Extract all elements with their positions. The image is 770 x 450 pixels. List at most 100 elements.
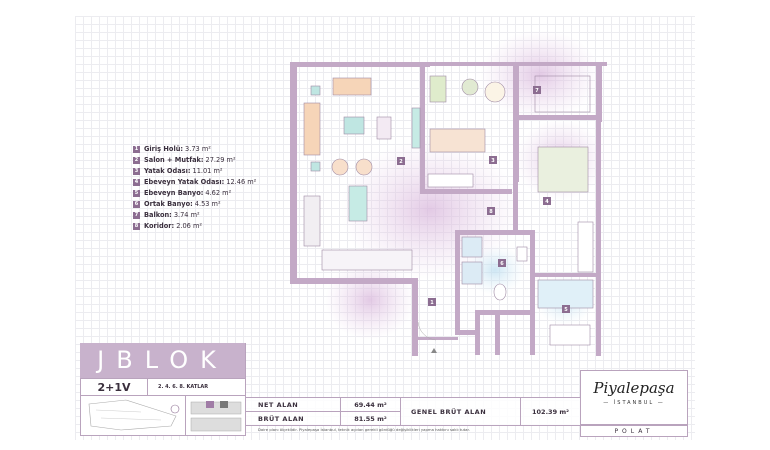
room-marker-1: 1 — [428, 298, 436, 306]
wardrobe — [427, 173, 474, 188]
svg-text:4: 4 — [545, 199, 549, 205]
room-area: 4.53 m² — [194, 200, 221, 208]
side-table — [310, 161, 321, 172]
sofa — [303, 102, 321, 156]
svg-text:6: 6 — [500, 261, 504, 267]
storage — [376, 116, 392, 140]
room-area: 3.73 m² — [185, 145, 211, 153]
svg-text:8: 8 — [489, 209, 493, 215]
brand-city-text: İSTANBUL — [613, 400, 655, 406]
shower — [461, 236, 483, 258]
room-name: Ebeveyn Yatak Odası: — [144, 178, 225, 186]
floors-label: 2. 4. 6. 8. KATLAR — [147, 378, 246, 396]
room-number: 1 — [133, 146, 140, 153]
room-name: Ebeveyn Banyo: — [144, 189, 204, 197]
svg-text:1: 1 — [430, 300, 434, 306]
room-name: Koridor: — [144, 222, 175, 230]
footnote: Daire planı ölçeklidir. Piyalepaşa İstan… — [258, 427, 470, 432]
gross-area-value: 81.55 m² — [340, 411, 401, 426]
unit-type: 2+1V — [80, 378, 148, 396]
kitchen-counter — [303, 195, 321, 247]
walls — [290, 62, 607, 356]
bathtub — [549, 324, 591, 346]
legend-item: 5 Ebeveyn Banyo:4.62 m² — [133, 188, 256, 199]
key-plan-drawing — [190, 401, 242, 432]
room-number: 5 — [133, 190, 140, 197]
svg-text:7: 7 — [535, 88, 539, 94]
legend-item: 2 Salon + Mutfak:27.29 m² — [133, 155, 256, 166]
tv-unit — [411, 107, 421, 149]
total-gross-area-label: GENEL BRÜT ALAN — [400, 397, 521, 426]
room-area: 4.62 m² — [205, 189, 232, 197]
chair — [461, 78, 479, 96]
room-number: 4 — [133, 179, 140, 186]
entrance-arrow-icon — [431, 348, 437, 353]
brand-name: Piyalepaşa — [593, 379, 675, 397]
brand-logo: Piyalepaşa — İSTANBUL — — [580, 370, 688, 425]
room-marker-3: 3 — [489, 156, 497, 164]
double-bed — [537, 146, 589, 193]
svg-text:2: 2 — [399, 159, 403, 165]
net-area-label: NET ALAN — [245, 397, 341, 412]
block-title: JBLOK — [80, 343, 245, 378]
room-area: 2.06 m² — [176, 222, 203, 230]
bathroom-fixtures — [537, 279, 594, 309]
legend-item: 1 Giriş Holü:3.73 m² — [133, 144, 256, 155]
wardrobe — [577, 221, 594, 273]
room-number: 6 — [133, 201, 140, 208]
total-gross-area-value: 102.39 m² — [520, 397, 581, 426]
washer — [461, 261, 483, 285]
room-marker-8: 8 — [487, 207, 495, 215]
room-area: 12.46 m² — [226, 178, 257, 186]
toilet — [493, 283, 507, 301]
svg-text:5: 5 — [564, 307, 568, 313]
desk — [429, 75, 447, 103]
room-area: 3.74 m² — [173, 211, 200, 219]
block-key-plan — [185, 395, 246, 436]
side-table — [310, 85, 321, 96]
room-name: Salon + Mutfak: — [144, 156, 204, 164]
legend-item: 6 Ortak Banyo:4.53 m² — [133, 199, 256, 210]
coffee-table — [343, 116, 365, 135]
watercolor-wash — [480, 30, 600, 120]
room-area: 27.29 m² — [205, 156, 236, 164]
developer-name: POLAT — [580, 425, 688, 437]
dining-table — [348, 185, 368, 222]
sofa — [332, 77, 372, 96]
room-number: 3 — [133, 168, 140, 175]
room-marker-7: 7 — [533, 86, 541, 94]
room-number: 2 — [133, 157, 140, 164]
gross-area-label: BRÜT ALAN — [245, 411, 341, 426]
room-name: Yatak Odası: — [144, 167, 191, 175]
legend-item: 7 Balkon:3.74 m² — [133, 210, 256, 221]
site-plan-drawing — [88, 399, 180, 431]
legend-item: 8 Koridor:2.06 m² — [133, 221, 256, 232]
svg-text:3: 3 — [491, 158, 495, 164]
armchair — [355, 158, 373, 176]
room-marker-4: 4 — [543, 197, 551, 205]
room-name: Balkon: — [144, 211, 172, 219]
brand-city: — İSTANBUL — — [603, 400, 665, 406]
room-marker-6: 6 — [498, 259, 506, 267]
bed — [429, 128, 486, 153]
legend-item: 3 Yatak Odası:11.01 m² — [133, 166, 256, 177]
compass-icon — [170, 404, 180, 414]
entry-door-swing — [417, 321, 437, 341]
room-area: 11.01 m² — [192, 167, 223, 175]
room-name: Ortak Banyo: — [144, 200, 193, 208]
room-marker-5: 5 — [562, 305, 570, 313]
room-marker-2: 2 — [397, 157, 405, 165]
room-legend: 1 Giriş Holü:3.73 m² 2 Salon + Mutfak:27.2… — [133, 144, 256, 232]
site-plan-thumbnail — [80, 395, 186, 436]
armchair — [331, 158, 349, 176]
room-number: 8 — [133, 223, 140, 230]
room-number: 7 — [133, 212, 140, 219]
kitchen-counter — [321, 249, 413, 271]
sink — [516, 246, 528, 262]
net-area-value: 69.44 m² — [340, 397, 401, 412]
legend-item: 4 Ebeveyn Yatak Odası:12.46 m² — [133, 177, 256, 188]
watercolor-wash — [325, 260, 415, 340]
armchair — [484, 81, 506, 103]
room-name: Giriş Holü: — [144, 145, 184, 153]
